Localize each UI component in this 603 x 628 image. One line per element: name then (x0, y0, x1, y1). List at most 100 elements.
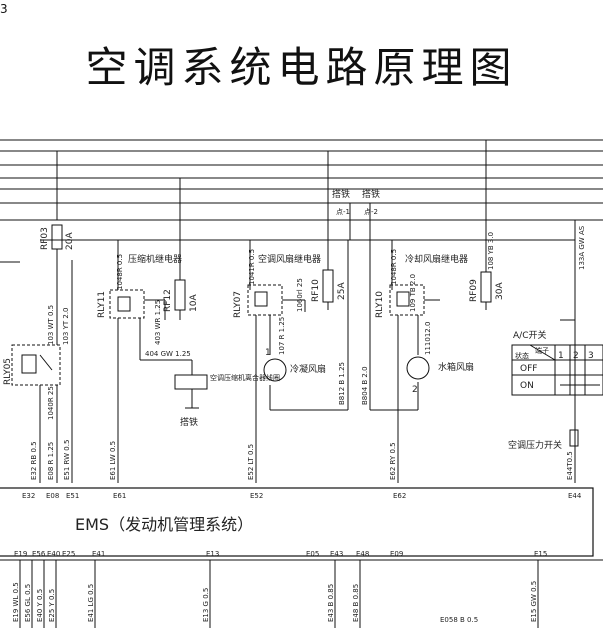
ac-table-col-3: 3 (588, 351, 594, 361)
wire-label: 108 YB 3.0 (487, 232, 495, 270)
wire-label: 1048R 0.5 (116, 254, 124, 290)
ems-pin: E15 (534, 550, 547, 558)
relay-rly07-id: RLY07 (233, 291, 243, 318)
fuse-rf12 (174, 279, 186, 311)
ems-pin: E41 (92, 550, 105, 558)
wire-label: 107 R 1.25 (278, 317, 286, 355)
fuse-rf12-id: RF12 (163, 289, 173, 312)
ac-switch-label: A/C开关 (513, 329, 546, 341)
ems-pin: E09 (390, 550, 403, 558)
wire-label: E058 B 0.5 (440, 616, 478, 624)
wire-label: E32 RB 0.5 (30, 441, 38, 480)
fuse-rf10-id: RF10 (311, 279, 321, 302)
ground-label-b: 搭铁 (362, 188, 380, 200)
ems-pin: E05 (306, 550, 319, 558)
relay-rly11-name: 压缩机继电器 (128, 253, 182, 265)
wire-label: E41 LG 0.5 (87, 584, 95, 622)
wire-label: 404 GW 1.25 (145, 350, 191, 358)
fuse-rf09 (480, 271, 492, 303)
condenser-fan-label: 冷凝风扇 (290, 363, 326, 375)
ac-table-col-2: 2 (573, 351, 579, 361)
fuse-rf09-id: RF09 (469, 279, 479, 302)
wire-label: 103 YT 2.0 (62, 308, 70, 346)
relay-rly11-id: RLY11 (97, 291, 107, 318)
compressor-ground-label: 搭铁 (180, 416, 198, 428)
wire-label: 103 WT 0.5 (47, 305, 55, 345)
ems-pin: E51 (66, 492, 79, 500)
condenser-fan-number: 1 (265, 348, 271, 358)
pressure-switch-label: 空调压力开关 (508, 439, 562, 451)
wire-label: E56 GL 0.5 (24, 584, 32, 622)
relay-rly05-id: RLY05 (3, 358, 13, 385)
wire-label: 111012.0 (424, 322, 432, 355)
wire-label: E44T0.5 (566, 451, 574, 480)
relay-rly05 (11, 344, 61, 386)
ems-pin: E40 (47, 550, 60, 558)
relay-rly10-name: 冷却风扇继电器 (405, 253, 468, 265)
ems-pin: E43 (330, 550, 343, 558)
ems-pin: E44 (568, 492, 582, 500)
ems-label: EMS（发动机管理系统） (75, 515, 253, 534)
ground-label-a: 搭铁 (332, 188, 350, 200)
wire-label: 1041R 0.5 (248, 249, 256, 285)
ems-pin: E56 (32, 550, 46, 558)
wire-label: E48 B 0.85 (352, 584, 360, 622)
fuse-rf03-rating: 20A (65, 232, 75, 250)
ground-point-a: 点-1 (336, 208, 350, 216)
ems-pin: E08 (46, 492, 59, 500)
fuse-rf03 (51, 224, 63, 250)
wire-label: E43 B 0.85 (327, 584, 335, 622)
radiator-fan-motor (406, 356, 430, 380)
ground-point-b: 点-2 (364, 208, 378, 216)
ac-switch-table (511, 344, 603, 396)
wire-label: E08 R 1.25 (47, 442, 55, 480)
ac-table-state: 状态 (515, 351, 529, 360)
wire-label: 403 WR 1.25 (154, 300, 162, 345)
wire-label: 133A GW AS (578, 225, 586, 270)
ems-pin: E13 (206, 550, 219, 558)
ems-pin: E32 (22, 492, 35, 500)
wire-label: E61 LW 0.5 (109, 441, 117, 480)
ac-table-off: OFF (520, 364, 537, 374)
pressure-switch (569, 429, 579, 447)
fuse-rf10 (322, 269, 334, 303)
wire-label: E25 Y 0.5 (48, 589, 56, 622)
ems-pin: E52 (250, 492, 263, 500)
wire-label: E51 RW 0.5 (63, 440, 71, 480)
wire-label: B804 B 2.0 (361, 366, 369, 405)
fuse-rf10-rating: 25A (337, 282, 347, 300)
compressor-clutch-coil (174, 374, 208, 390)
wire-label: 1040R 25 (47, 386, 55, 420)
ems-pin: E61 (113, 492, 126, 500)
relay-rly07 (247, 284, 283, 316)
page-number: 3 (0, 2, 8, 16)
ems-pin: E19 (14, 550, 27, 558)
wire-label: 109 TB 2.0 (409, 274, 417, 312)
ems-pin: E48 (356, 550, 369, 558)
fuse-rf12-rating: 10A (189, 294, 199, 312)
radiator-fan-number: 2 (412, 385, 418, 395)
ac-table-on: ON (520, 381, 534, 391)
ac-table-col-1: 1 (558, 351, 564, 361)
relay-rly07-name: 空调风扇继电器 (258, 253, 321, 265)
wire-label: B812 B 1.25 (338, 362, 346, 405)
relay-rly10 (389, 284, 425, 316)
wire-label: E13 G 0.5 (202, 588, 210, 622)
radiator-fan-label: 水箱风扇 (438, 361, 474, 373)
wire-label: 1048R 0.5 (390, 249, 398, 285)
fuse-rf09-rating: 30A (495, 282, 505, 300)
ac-table-terminal: 端子 (535, 346, 549, 355)
wire-label: E40 Y 0.5 (36, 589, 44, 622)
wire-label: E19 WL 0.5 (12, 582, 20, 622)
condenser-fan-motor (263, 358, 287, 382)
wire-label: E52 LT 0.5 (247, 444, 255, 480)
relay-rly10-id: RLY10 (375, 291, 385, 318)
relay-rly11 (109, 289, 145, 319)
wire-label: E15 GW 0.5 (530, 581, 538, 622)
diagram-title: 空调系统电路原理图 (85, 43, 518, 92)
ems-box (0, 487, 594, 557)
ems-pin: E25 (62, 550, 75, 558)
wire-label: 1060rl 25 (296, 278, 304, 312)
ems-pin: E62 (393, 492, 406, 500)
